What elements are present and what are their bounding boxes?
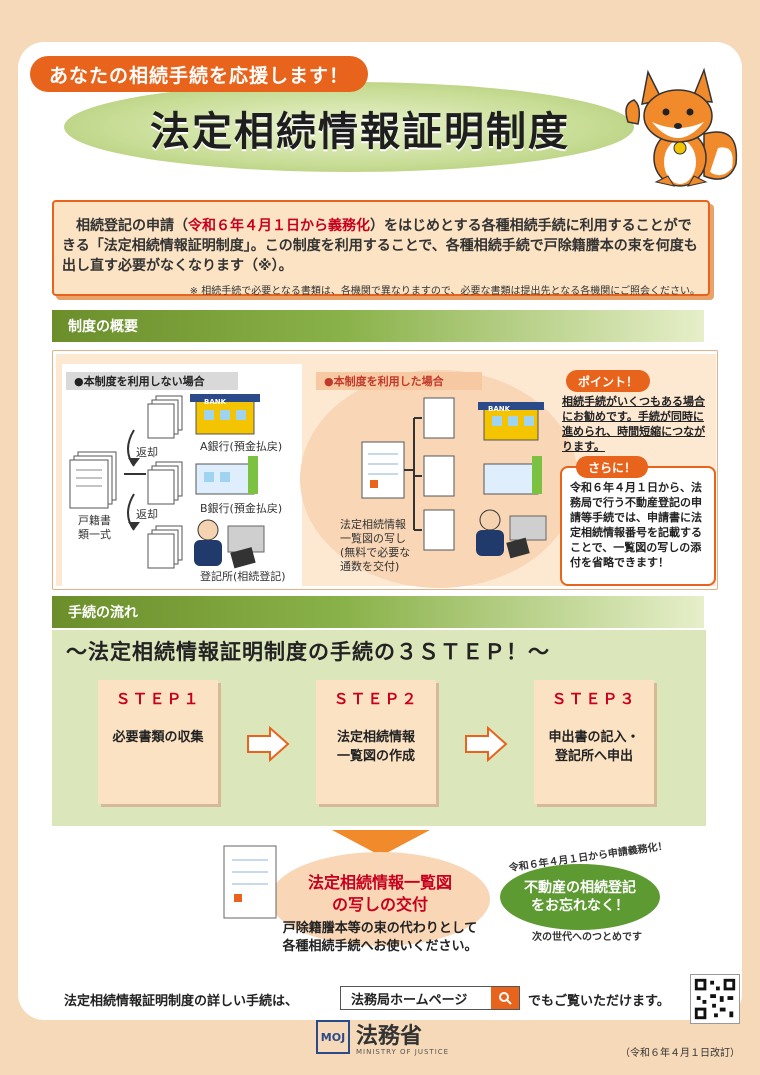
homepage-button-label: 法務局ホームページ (351, 992, 468, 1008)
ministry-logo: MOJ (316, 1020, 350, 1054)
document-stack-icon (147, 395, 183, 569)
search-icon (491, 987, 519, 1009)
bank-icon (195, 456, 258, 495)
bank-icon (190, 394, 260, 435)
arrow-right-icon (247, 726, 290, 762)
result-backdrop (270, 852, 490, 946)
without-diagram (69, 394, 265, 569)
step-body: 申出書の記入・ 登記所へ申出 (548, 730, 640, 764)
step-card-3: ＳＴＥＰ３ 申出書の記入・ 登記所へ申出 (534, 680, 654, 804)
reminder-bubble: 不動産の相続登記 をお忘れなく！ (500, 864, 660, 930)
section-header-flow: 手続の流れ (52, 596, 704, 628)
step-label: ＳＴＥＰ２ (333, 690, 419, 708)
point-text: 相続手続がいくつもある場合にお勧めです。手続が同時に進められ、時間短縮につながり… (562, 395, 706, 453)
person-icon (194, 519, 265, 569)
arrow-right-icon (465, 726, 508, 762)
bubble-main-text: 不動産の相続登記 をお忘れなく！ (524, 880, 636, 914)
more-badge: さらに！ (576, 456, 648, 478)
document-icon (223, 845, 277, 919)
registry-label: 登記所(相続登記) (200, 570, 286, 583)
qr-code-icon[interactable] (690, 974, 740, 1024)
without-label: ●本制度を利用しない場合 (66, 372, 238, 390)
intro-highlight: 令和６年４月１日から義務化 (188, 218, 370, 234)
header-ribbon: あなたの相続手続を応援します！ (30, 56, 368, 92)
bank-icon (478, 402, 544, 441)
bank-sign: BANK (204, 398, 227, 406)
intro-text-part: 相続登記の申請（ (62, 218, 188, 234)
down-arrow-icon (332, 830, 430, 856)
step-card-1: ＳＴＥＰ１ 必要書類の収集 (98, 680, 218, 804)
intro-text-part: ）をはじめとする各種相続手続に利用することができる「法定相続情報証明制度」。この… (62, 218, 698, 274)
fox-mascot-icon (625, 67, 738, 187)
bank-b-label: B銀行(預金払戻) (200, 502, 283, 515)
document-stack-icon (69, 451, 117, 509)
step-label: ＳＴＥＰ１ (115, 690, 201, 708)
step-body: 必要書類の収集 (112, 730, 204, 745)
bubble-bottom-text: 次の世代へのつとめです (532, 932, 642, 943)
ministry-english: MINISTRY OF JUSTICE (356, 1048, 450, 1056)
page-title: 法定相続情報証明制度 (150, 109, 570, 155)
koseki-label: 戸籍書 類一式 (78, 514, 111, 541)
more-text: 令和６年４月１日から、法務局で行う不動産登記の申請等手続では、申請書に法定相続情… (570, 481, 702, 569)
revision-note: （令和６年４月１日改訂） (620, 1048, 740, 1059)
homepage-search-button[interactable]: 法務局ホームページ (340, 986, 520, 1010)
ministry-name: 法務省 (356, 1023, 423, 1049)
step-label: ＳＴＥＰ３ (551, 690, 637, 708)
bank-a-label: A銀行(預金払戻) (200, 440, 283, 453)
person-icon (476, 509, 547, 559)
section-header-overview: 制度の概要 (52, 310, 704, 342)
result-subtitle: 戸除籍謄本等の束の代わりとして 各種相続手続へお使いください。 (282, 921, 478, 954)
list-copy-label: 法定相続情報 一覧図の写し (無料で必要な 通数を交付) (340, 518, 411, 573)
title-backdrop (64, 82, 634, 172)
point-badge: ポイント！ (566, 370, 650, 392)
bank-sign: BANK (488, 405, 511, 413)
flow-title: ～法定相続情報証明制度の手続の３ＳＴＥＰ！～ (66, 640, 550, 664)
step-card-2: ＳＴＥＰ２ 法定相続情報 一覧図の作成 (316, 680, 436, 804)
footer-text-before: 法定相続情報証明制度の詳しい手続は、 (64, 994, 299, 1009)
intro-footnote: ※ 相続手続で必要となる書類は、各機関で異なりますので、必要な書類は提出先となる… (189, 286, 700, 297)
with-label: ●本制度を利用した場合 (316, 372, 482, 390)
bank-icon (483, 456, 542, 495)
step-body: 法定相続情報 一覧図の作成 (336, 730, 415, 764)
document-stack-icon (361, 441, 405, 499)
return-label-1: 返却 (136, 446, 158, 459)
with-diagram (361, 397, 547, 559)
intro-text: 相続登記の申請（令和６年４月１日から義務化）をはじめとする各種相続手続に利用する… (62, 216, 702, 276)
return-label-2: 返却 (136, 508, 158, 521)
result-title: 法定相続情報一覧図 の写しの交付 (307, 873, 452, 914)
footer-text-after: でもご覧いただけます。 (528, 994, 670, 1009)
intro-box (52, 200, 710, 296)
